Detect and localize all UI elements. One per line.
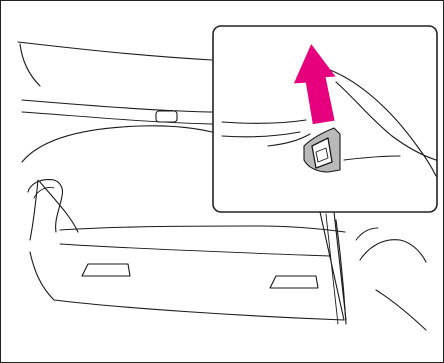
zoom-inset [213, 26, 437, 212]
